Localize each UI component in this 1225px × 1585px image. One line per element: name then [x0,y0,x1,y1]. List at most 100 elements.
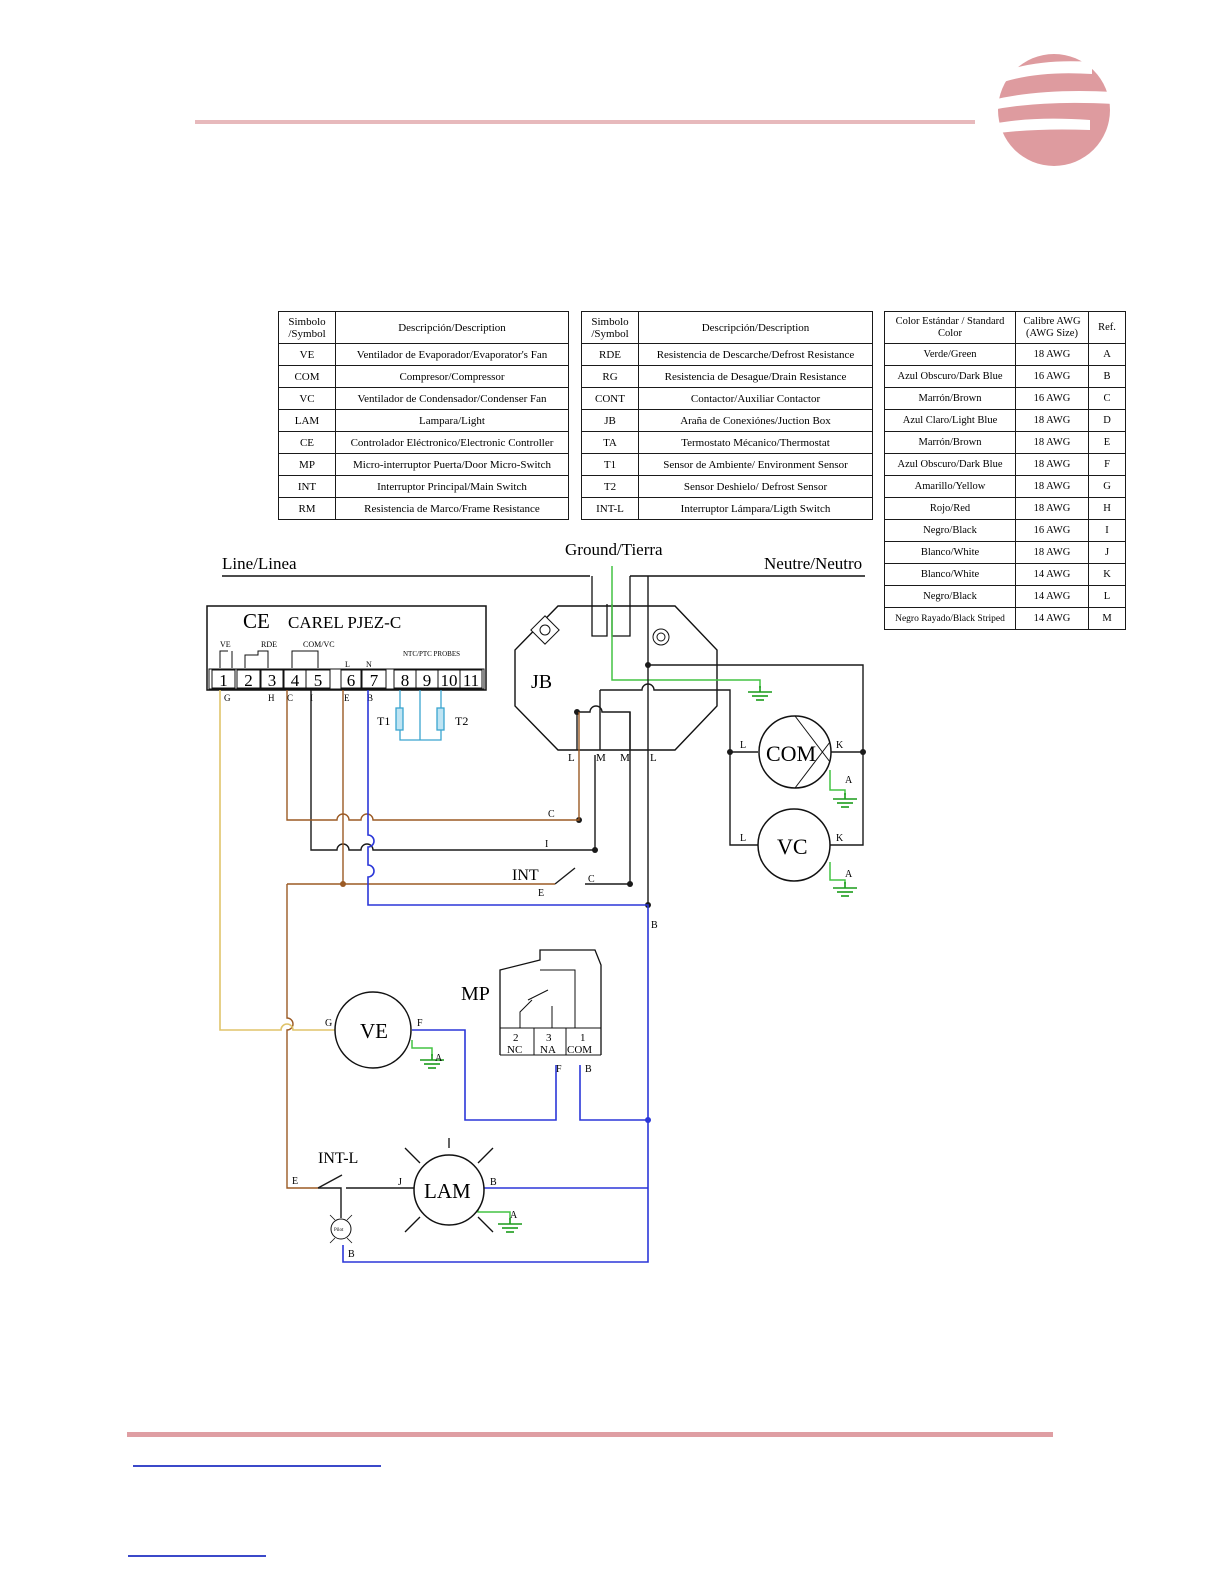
controller-terminal-box [459,669,483,689]
controller-terminal-box [211,669,236,689]
footer-rule [127,1432,1053,1437]
relay-group-comvc: COM/VC [303,640,335,649]
table-cell: Lampara/Light [335,409,569,432]
table-header: Ref. [1088,311,1126,344]
table-cell: TA [581,431,639,454]
table-cell: Araña de Conexiónes/Juction Box [638,409,873,432]
table-cell: RM [278,497,336,520]
controller-terminal: 9 [423,671,432,690]
table-header: Descripción/Description [335,311,569,344]
table-cell: M [1088,607,1126,630]
yellow-wire [219,690,335,1031]
controller-terminal: 5 [314,671,323,690]
int-wire-e: E [538,888,544,899]
table-cell: Compresor/Compressor [335,365,569,388]
pilot-lamp-label: Pilot [334,1228,344,1233]
table-header: Descripción/Description [638,311,873,344]
jb-terminal: M [596,752,606,764]
header-rule [195,120,975,124]
mp-terminal: 2 [513,1032,519,1044]
wire-ref: C [287,693,293,703]
controller-terminal-box [340,669,362,689]
intl-label: INT-L [318,1150,358,1167]
ve-ground-a: A [435,1053,443,1064]
door-micro-switch-mp: MP 2 3 1 NC NA COM F B [461,949,602,1075]
controller-terminal: 2 [244,671,253,690]
table-cell: Interruptor Principal/Main Switch [335,475,569,498]
table-header: Color Estándar / Standard Color [884,311,1016,344]
controller-terminal-box [305,669,331,689]
controller-terminal: 6 [347,671,356,690]
jb-label: JB [531,671,552,693]
table-cell: INT-L [581,497,639,520]
intl-wire-e: E [292,1176,298,1187]
controller-label-l: L [345,660,350,669]
mp-com: COM [567,1044,592,1056]
wire-ref: H [268,693,275,703]
table-cell: INT [278,475,336,498]
jb-terminal: M [620,752,630,764]
footer-link-underline[interactable] [133,1465,381,1467]
sensor-t1: T1 [377,714,390,728]
table-cell: Resistencia de Marco/Frame Resistance [335,497,569,520]
company-logo-icon [992,54,1114,166]
line-label: Line/Linea [222,554,297,573]
probes-label: NTC/PTC PROBES [403,650,460,658]
wire-ref: E [344,693,350,703]
compressor-com: COM L K A [740,715,853,789]
ground-icon [747,685,773,701]
table-cell: Resistencia de Descarche/Defrost Resista… [638,343,873,366]
jb-terminal: L [650,752,657,764]
controller-symbol: CE [243,609,270,633]
controller-terminal-box [260,669,284,689]
wire-label-b: B [651,920,658,931]
table-cell: Micro-interruptor Puerta/Door Micro-Swit… [335,453,569,476]
lamp-lam: LAM J B A [398,1138,518,1233]
lam-ground-a: A [510,1210,518,1221]
wire-label-i: I [545,839,548,850]
symbol-table-2: Simbolo /Symbol Descripción/Description … [581,311,873,520]
table-cell: Controlador Eléctronico/Electronic Contr… [335,431,569,454]
ground-label: Ground/Tierra [565,540,663,559]
brown-wires [286,690,580,1189]
table-cell: H [1088,497,1126,520]
ground-icon [832,881,858,897]
vc-terminal-l: L [740,833,746,844]
int-label: INT [512,867,539,884]
footer-link-underline[interactable] [128,1555,266,1557]
int-wire-c: C [588,874,595,885]
controller-terminal: 3 [268,671,277,690]
intl-wire-b: B [348,1249,355,1260]
controller-terminal-box [236,669,261,689]
symbol-table-1: Simbolo /Symbol Descripción/Description … [278,311,569,520]
junction-dots [340,662,866,908]
mp-wire-f: F [556,1064,562,1075]
lam-wire-b: B [490,1177,497,1188]
controller-terminal: 8 [401,671,410,690]
mp-wire-b: B [585,1064,592,1075]
wire-color-table: Color Estándar / Standard Color Calibre … [884,311,1126,630]
condenser-fan-vc: VC L K A [740,808,853,882]
mp-nc: NC [507,1044,522,1056]
probes-t1-t2 [395,690,445,741]
mp-na: NA [540,1044,556,1056]
controller-terminal-box [361,669,387,689]
com-terminal-l: L [740,740,746,751]
controller-terminal: 7 [370,671,379,690]
controller-terminal: 10 [441,671,458,690]
wire-label-c: C [548,809,555,820]
mp-terminal: 1 [580,1032,586,1044]
